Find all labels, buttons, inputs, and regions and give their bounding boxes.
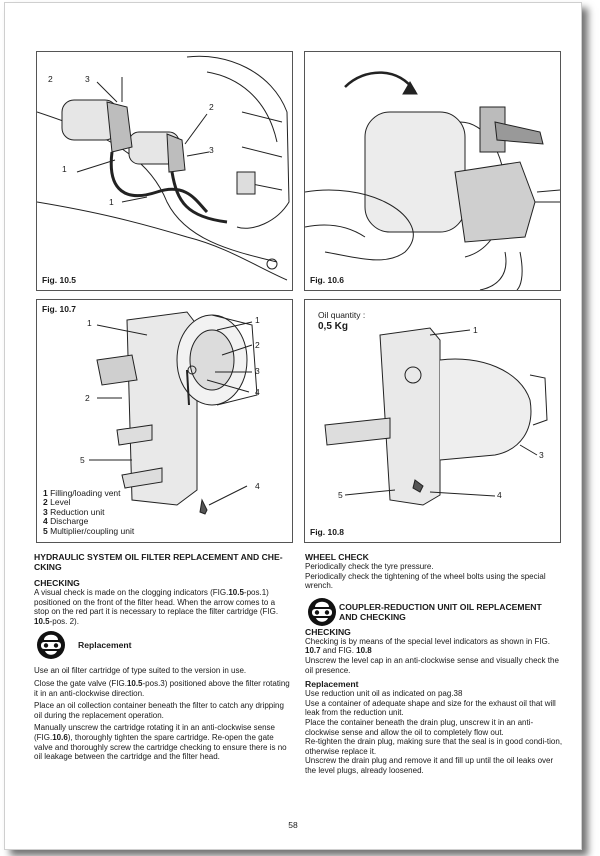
figure-label: Fig. 10.8 [310, 527, 345, 537]
figure-10-7: Fig. 10.7 1 1 2 3 2 4 5 4 1 Filling/load… [36, 299, 293, 543]
coupler-unit-illustration [324, 327, 548, 506]
callout-2b: 2 [209, 102, 214, 112]
callout-4b: 4 [255, 481, 260, 491]
safety-goggles-icon [37, 631, 65, 660]
callout-3: 3 [539, 450, 544, 460]
wheel-paragraph: Periodically check the tightening of the… [305, 571, 546, 591]
checking-heading: CHECKING [305, 626, 351, 637]
oil-quantity-value: 0,5 Kg [318, 321, 349, 332]
checking-paragraph: A visual check is made on the clogging i… [34, 588, 279, 626]
figure-10-8: Oil quantity : 0,5 Kg 1 3 5 4 Fig. 10.8 [304, 299, 561, 543]
instruction-paragraph: Manually unscrew the cartridge rotating … [34, 723, 287, 762]
legend-item: 2 Level [43, 497, 71, 507]
callout-4a: 4 [255, 387, 260, 397]
instruction-paragraph: Close the gate valve (FIG.10.5-pos.3) po… [34, 678, 290, 698]
callout-2a: 2 [48, 74, 53, 84]
manual-page: 2 3 2 1 3 1 Fig. 10.5 Fig. 10. [4, 2, 582, 850]
oil-quantity-label: Oil quantity : [318, 310, 366, 320]
instruction-paragraph: Use reduction unit oil as indicated on p… [305, 689, 463, 699]
checking-heading: CHECKING [34, 578, 80, 588]
page-number: 58 [288, 820, 298, 830]
figure-label: Fig. 10.6 [310, 275, 345, 285]
callout-3: 3 [255, 366, 260, 376]
safety-goggles-icon [308, 597, 336, 626]
legend-item: 3 Reduction unit [43, 506, 105, 517]
instruction-paragraph: Unscrew the drain plug and remove it and… [305, 756, 554, 775]
callout-3b: 3 [209, 145, 214, 155]
replacement-heading: Replacement [305, 679, 359, 690]
callout-1a: 1 [62, 164, 67, 174]
callout-1: 1 [473, 325, 478, 335]
callout-5: 5 [80, 455, 85, 465]
instruction-paragraph: Place the container beneath the drain pl… [305, 717, 534, 737]
instruction-paragraph: Place an oil collection container beneat… [34, 701, 284, 720]
legend-item: 5 Multiplier/coupling unit [43, 525, 135, 536]
callout-2a: 2 [255, 340, 260, 350]
left-column: HYDRAULIC SYSTEM OIL FILTER REPLACEMENT … [34, 552, 292, 765]
figure-10-6: Fig. 10.6 [304, 51, 561, 291]
callout-4: 4 [497, 490, 502, 500]
figure-10-5: 2 3 2 1 3 1 Fig. 10.5 [36, 51, 293, 291]
instruction-paragraph: Use an oil filter cartridge of type suit… [34, 666, 247, 676]
figure-label: Fig. 10.5 [42, 275, 77, 285]
callout-1b: 1 [255, 315, 260, 325]
callout-5: 5 [338, 490, 343, 500]
filter-assembly-illustration [37, 55, 290, 281]
figure-legend: 1 Filling/loading vent 2 Level 3 Reducti… [43, 487, 135, 537]
callout-1a: 1 [87, 318, 92, 328]
right-column: WHEEL CHECK Periodically check the tyre … [305, 552, 563, 776]
section-title: HYDRAULIC SYSTEM OIL FILTER REPLACEMENT … [34, 552, 283, 572]
replacement-heading-row: Replacement [34, 630, 292, 660]
checking-paragraph: Checking is by means of the special leve… [305, 636, 551, 656]
callout-2b: 2 [85, 393, 90, 403]
wheel-check-heading: WHEEL CHECK [305, 552, 369, 562]
instruction-paragraph: Re-tighten the drain plug, making sure t… [305, 737, 563, 756]
figure-label: Fig. 10.7 [42, 304, 77, 314]
reduction-unit-illustration [89, 311, 258, 515]
callout-1b: 1 [109, 197, 114, 207]
legend-item: 4 Discharge [43, 516, 89, 526]
replacement-heading: Replacement [78, 640, 132, 651]
wheel-paragraph: Periodically check the tyre pressure. [305, 562, 434, 571]
cartridge-removal-illustration [305, 71, 560, 290]
legend-item: 1 Filling/loading vent [43, 487, 121, 498]
instruction-paragraph: Use a container of adequate shape and si… [305, 698, 556, 718]
callout-3a: 3 [85, 74, 90, 84]
checking-paragraph: Unscrew the level cap in an anti-clockwi… [305, 655, 559, 675]
